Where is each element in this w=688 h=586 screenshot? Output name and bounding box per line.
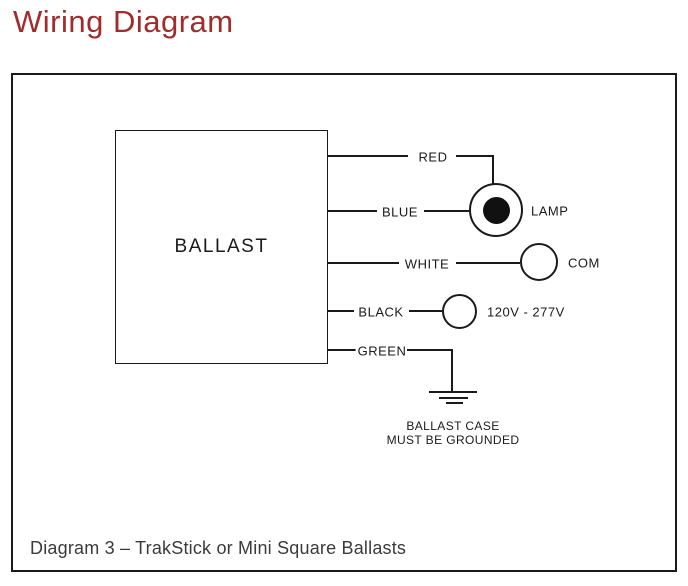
lamp-symbol [469, 183, 523, 237]
wire-red-vertical [492, 155, 494, 185]
ballast-label: BALLAST [174, 236, 269, 257]
page-title: Wiring Diagram [13, 4, 234, 39]
wire-black-segment-1 [328, 310, 354, 312]
wire-white-segment-1 [328, 262, 399, 264]
wire-white-label: WHITE [402, 256, 452, 272]
wire-white-segment-2 [456, 262, 520, 264]
ground-icon-bar-middle [439, 397, 468, 399]
ground-note: BALLAST CASE MUST BE GROUNDED [387, 419, 520, 447]
wire-red-segment-2 [456, 155, 494, 157]
voltage-label: 120V - 277V [487, 304, 565, 320]
ground-icon-bar-top [429, 391, 477, 393]
voltage-terminal-symbol [442, 294, 477, 329]
lamp-label: LAMP [531, 203, 569, 219]
wire-blue-label: BLUE [380, 204, 420, 220]
wire-blue-segment-1 [328, 210, 377, 212]
diagram-caption: Diagram 3 – TrakStick or Mini Square Bal… [30, 538, 407, 558]
wire-green-label: GREEN [355, 343, 409, 359]
ground-note-line1: BALLAST CASE [406, 419, 500, 433]
wire-green-vertical [451, 349, 453, 393]
wire-green-segment-1 [328, 349, 356, 351]
wire-red-label: RED [416, 149, 450, 165]
com-label: COM [568, 255, 600, 271]
ground-icon-bar-bottom [446, 402, 463, 404]
ground-note-line2: MUST BE GROUNDED [386, 433, 520, 447]
wire-black-label: BLACK [356, 304, 406, 320]
wire-blue-segment-2 [424, 210, 470, 212]
wire-green-segment-2 [407, 349, 453, 351]
ballast-box: BALLAST [115, 130, 328, 364]
wire-black-segment-2 [409, 310, 442, 312]
wire-red-segment-1 [328, 155, 408, 157]
com-terminal-symbol [520, 243, 558, 281]
lamp-symbol-center-dot [483, 197, 510, 224]
diagram-frame [11, 73, 677, 572]
